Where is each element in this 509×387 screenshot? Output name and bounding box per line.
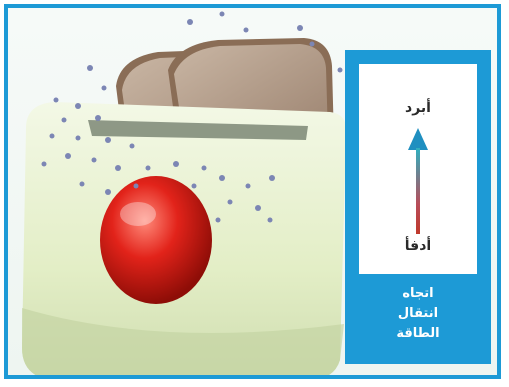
diagram-frame: أبرد أدفأ اتجاه انتقال الطاقة — [4, 4, 501, 379]
button-icon — [100, 176, 212, 304]
caption-line-2: انتقال — [353, 304, 483, 324]
temperature-scale: أبرد أدفأ — [359, 64, 477, 274]
energy-transfer-caption: اتجاه انتقال الطاقة — [353, 284, 483, 344]
caption-line-3: الطاقة — [353, 324, 483, 344]
caption-line-1: اتجاه — [353, 284, 483, 304]
energy-direction-panel: أبرد أدفأ اتجاه انتقال الطاقة — [345, 50, 491, 364]
colder-label: أبرد — [359, 100, 477, 116]
warmer-label: أدفأ — [359, 238, 477, 254]
arrow-up-icon — [408, 128, 428, 150]
arrow-shaft — [416, 148, 420, 234]
